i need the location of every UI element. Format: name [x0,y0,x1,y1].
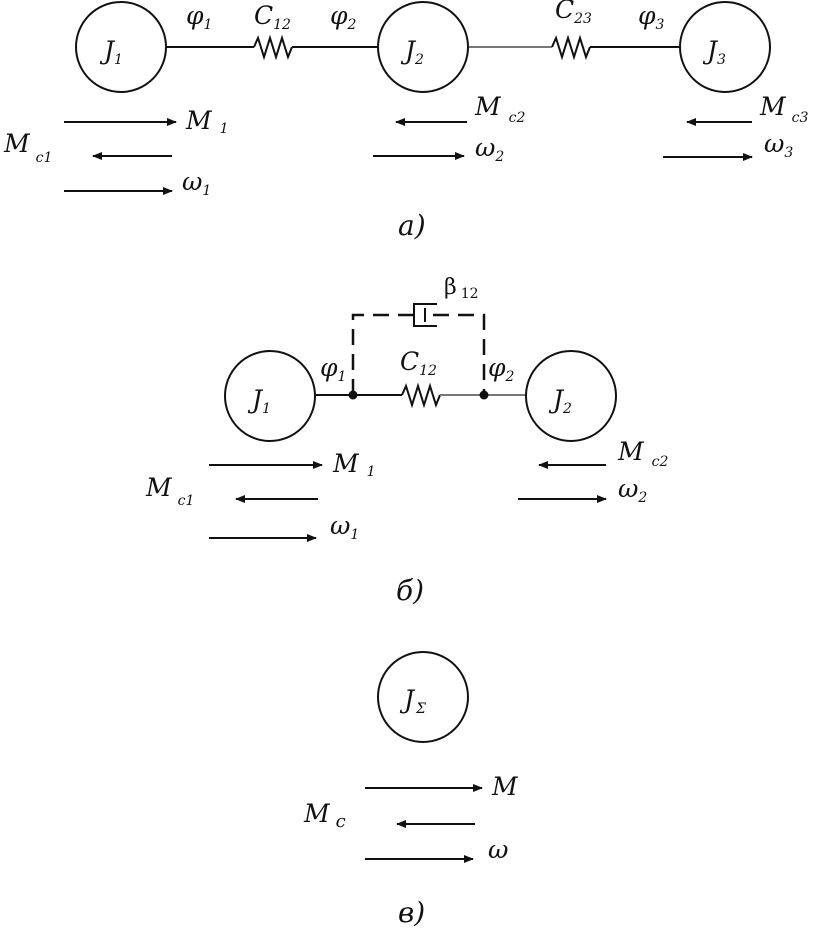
mass-j2 [377,1,469,93]
spring-c23 [551,34,591,61]
mass-j1-label: J1 [247,385,271,417]
angle-phi3-label: φ3 [638,1,665,33]
velocity-omega2-label: ω2 [475,133,504,165]
damper-branch-right [433,313,486,395]
moment-m-label: M [491,772,519,801]
mass-j1 [75,1,167,93]
node-phi2 [479,390,489,400]
damper-cylinder [413,303,437,327]
node-phi1 [348,390,358,400]
caption-b: б) [396,574,424,607]
spring-c12 [401,382,441,409]
spring-c23-label: C23 [555,0,592,27]
mass-j2 [525,350,617,442]
mass-j2-label: J2 [548,385,572,417]
angle-phi1-label: φ1 [320,353,346,385]
damper-branch-left [351,313,414,395]
spring-c12-label: C12 [254,1,291,33]
caption-c: в) [398,896,425,929]
angle-phi2-label: φ2 [488,353,515,385]
angle-phi1-label: φ1 [186,1,212,33]
mass-jsum [377,651,469,743]
velocity-omega-label: ω [488,835,508,864]
mass-j3-label: J3 [702,36,726,68]
caption-a: а) [398,209,426,242]
velocity-omega2-label: ω2 [618,474,647,506]
velocity-omega3-label: ω3 [764,129,793,161]
angle-phi2-label: φ2 [330,1,357,33]
spring-c12 [253,34,293,61]
mass-j3 [679,1,771,93]
mass-j1 [224,350,316,442]
velocity-omega1-label: ω1 [330,511,359,543]
mass-j2-label: J2 [400,36,424,68]
mass-j1-label: J1 [99,36,123,68]
velocity-omega1-label: ω1 [182,167,211,199]
spring-c12-label: C12 [400,347,437,379]
